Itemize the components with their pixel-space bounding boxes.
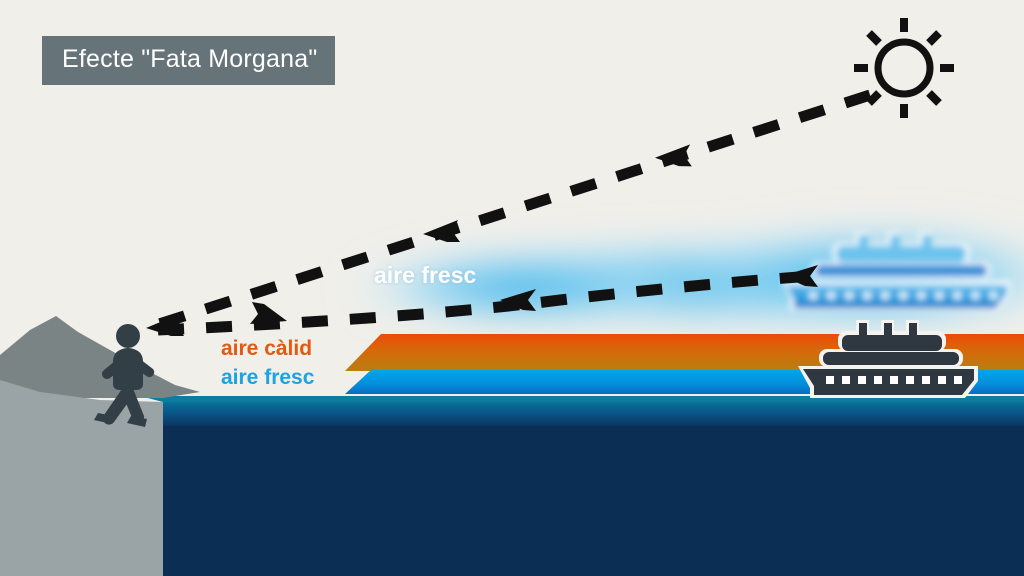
walking-person-icon <box>94 324 155 427</box>
label-cool-air-bottom: aire fresc <box>221 366 315 389</box>
cruise-ship-icon <box>798 320 978 398</box>
page-title: Efecte "Fata Morgana" <box>62 45 318 73</box>
ray-arrowhead <box>423 220 460 242</box>
ray-arrowhead <box>654 144 692 167</box>
sea-waterline <box>140 396 1024 402</box>
label-cool-air-top: aire fresc <box>374 262 477 288</box>
cliff-landform <box>0 316 200 576</box>
sea-surface <box>163 398 1024 426</box>
label-warm-air: aire càlid <box>221 337 313 360</box>
mirage-cruise-ship-icon <box>781 232 1011 311</box>
sea-deep <box>163 398 1024 576</box>
ray-arrowhead <box>782 265 818 287</box>
title-chip: Efecte "Fata Morgana" <box>42 36 336 85</box>
ray-arrowhead <box>500 289 536 311</box>
light-ray-lower <box>157 265 818 336</box>
sun-icon <box>854 18 954 118</box>
ray-arrowhead <box>250 302 287 324</box>
